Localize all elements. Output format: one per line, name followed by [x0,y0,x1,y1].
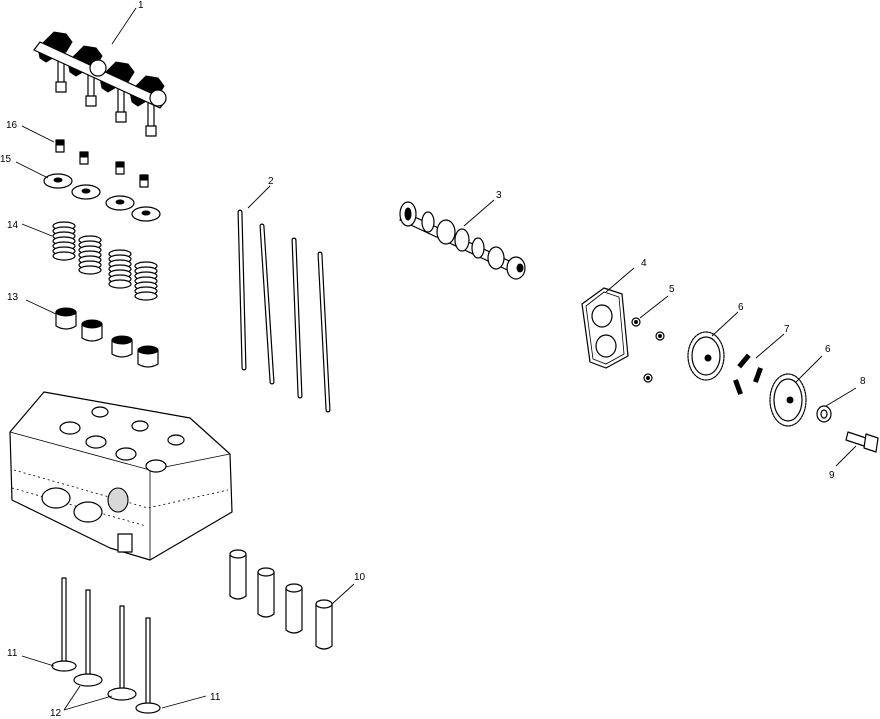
gasket-plate [581,287,629,369]
valve-spring [108,249,132,289]
camshaft [399,201,526,280]
callout-7: 7 [784,324,790,335]
callout-8: 8 [860,376,866,387]
rocker-arm-assembly [33,31,167,137]
callout-16: 16 [6,120,18,131]
spring-coil [78,265,102,275]
valve-spring [52,221,76,261]
callout-1: 1 [138,0,144,11]
washer [816,405,832,423]
spring-coil [108,279,132,289]
callout-6a: 6 [738,302,744,313]
callout-15: 15 [0,154,12,165]
callout-4: 4 [641,258,647,269]
leader-lines [15,7,857,711]
spring-coil [52,251,76,261]
idler-gear [769,373,807,427]
callout-3: 3 [496,190,502,201]
push-rods [237,209,331,413]
valve-spring [78,235,102,275]
callout-5: 5 [669,284,675,295]
callout-14: 14 [7,220,19,231]
cylinder-head [9,391,233,561]
screws [631,317,665,383]
spring-coil [134,291,158,301]
valve-spring [134,261,158,301]
callout-10: 10 [354,572,366,583]
valve-lifters [229,549,333,650]
callout-13: 13 [7,292,19,303]
callout-11b: 11 [210,692,221,703]
callout-6b: 6 [825,344,831,355]
callout-11a: 11 [7,648,18,659]
valves [51,577,161,714]
cam-gear [687,331,725,381]
spring-retainers [43,173,161,222]
bolt [845,431,879,453]
dowel-pins [733,353,763,395]
callout-9: 9 [829,470,835,481]
callout-12: 12 [50,708,62,719]
callout-2: 2 [268,176,274,187]
valve-keepers [55,139,149,188]
valve-stem-seals [55,307,159,368]
valve-springs [52,221,158,301]
